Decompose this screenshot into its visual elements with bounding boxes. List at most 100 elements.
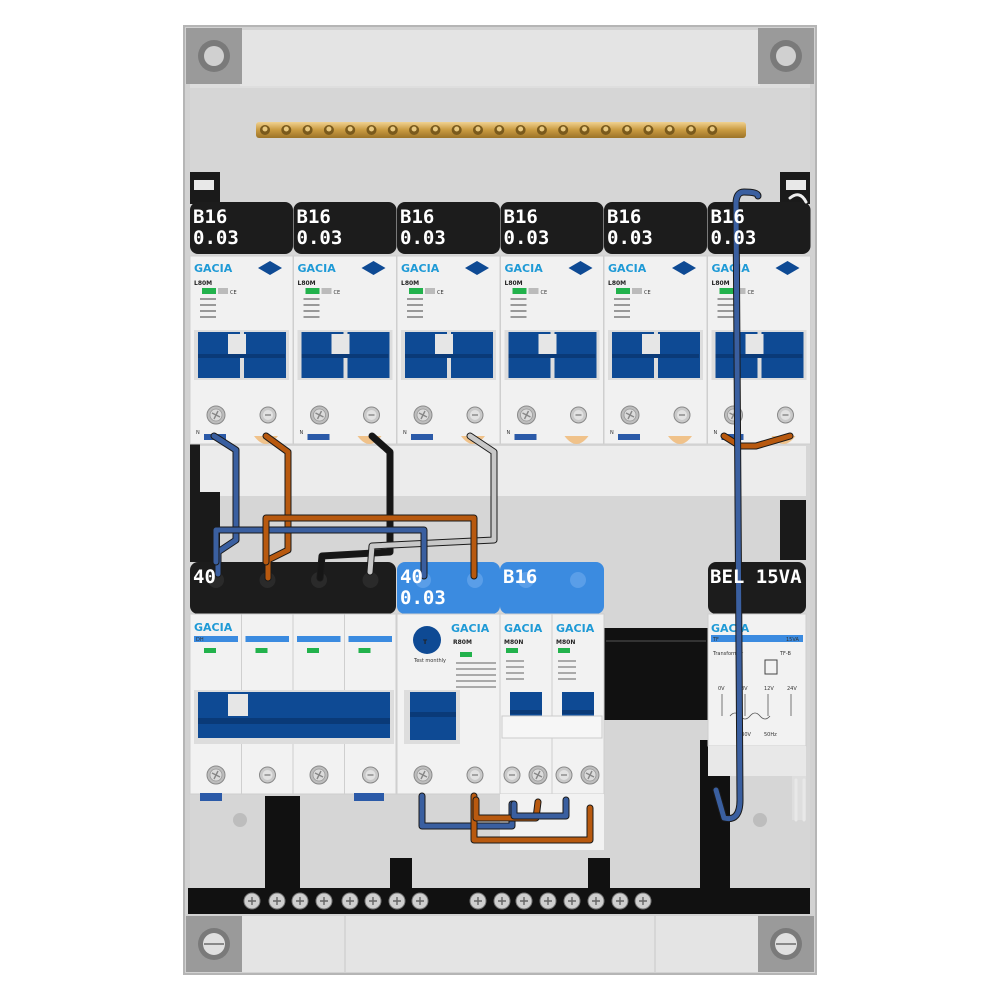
terminal-screw[interactable] [580,765,600,785]
corner-mount-bl [186,916,242,972]
ce-mark: CE [644,290,651,296]
status-indicator [409,288,423,294]
status-indicator [255,648,268,653]
terminal-screw[interactable] [258,766,277,784]
handle-bar [612,354,699,358]
test-button[interactable] [413,626,441,654]
trip-label: 0.03 [504,227,550,249]
busbar-screw [369,126,374,132]
busbar-screw [539,126,545,132]
status-indicator [616,288,630,294]
terminal-screw[interactable] [620,405,640,425]
terminal-screw[interactable] [413,765,433,785]
busbar-screw [709,126,715,132]
output-voltage: 12V [764,686,774,692]
brand-text: GACIA [504,622,543,635]
model-text: L80M [712,280,730,287]
terminal-screw[interactable] [516,405,537,425]
spec-line [303,298,320,300]
terminal-screw[interactable] [259,406,277,424]
spec-line [506,660,524,662]
terminal-screw[interactable] [362,406,381,424]
model-text: L80M [194,280,212,287]
toggle-handle[interactable] [562,692,594,718]
handle-bar [715,354,803,358]
white-wire [794,778,806,822]
toggle-handle[interactable] [198,692,390,738]
screw-slot [592,897,600,905]
transformer-label: BEL 15VA [710,566,802,588]
label-panel [293,202,397,254]
terminal-screw[interactable] [206,765,226,785]
spec-line [558,660,576,662]
spec-line [614,310,630,312]
ce-mark: CE [541,290,548,296]
busbar-screw [645,126,651,132]
spec-line [303,316,320,318]
status-indicator [512,288,527,294]
din-rail-top [190,172,810,562]
clip [514,434,537,440]
trip-label: 0.03 [297,227,343,249]
corner-mount-br [758,916,814,972]
terminal-screw[interactable] [555,766,573,784]
terminal-screw[interactable] [361,766,380,784]
stripe [711,635,803,642]
brand-logo-icon [258,261,282,275]
terminal-screw[interactable] [673,406,691,424]
trip-label: 0.03 [400,227,446,249]
rating-label: B16 [503,566,537,588]
handle-bar [301,354,389,358]
spec-line [717,310,734,312]
spec-line [456,668,496,670]
brass-clip [564,436,589,444]
model-text: M80N [556,639,575,646]
terminal-screw[interactable] [466,766,484,784]
brand-logo-icon [361,261,386,275]
label-panel [397,202,500,254]
rating-label: B16 [711,206,745,228]
terminal-screw[interactable] [309,405,330,425]
brand-text: GACIA [712,262,751,275]
terminal-screw[interactable] [413,405,433,425]
terminal-screw[interactable] [503,766,521,784]
status-indicator [305,288,320,294]
spec-line [407,316,423,318]
screw-slot [639,897,647,905]
white-wire [788,193,808,204]
blue-wire-cross [213,527,427,579]
terminal-screw[interactable] [206,405,226,425]
screw-slot [544,897,552,905]
status-indicator [358,648,371,653]
output-voltage: 8V [741,686,748,692]
terminal-screw[interactable] [309,765,329,785]
terminal-screw[interactable] [776,406,795,424]
blue-wire-link [511,797,569,819]
handle-bar [508,354,596,358]
terminal-screw[interactable] [569,406,588,424]
busbar-screw [262,126,268,132]
handle-bar [198,354,285,358]
transformer-subtitle: TF-B [779,651,792,657]
rating-label: 40 [400,566,423,588]
spec-line [407,310,423,312]
toggle-handle[interactable] [510,692,542,718]
status-indicator [719,288,734,294]
handle-window [435,334,453,356]
busbar-screw [624,126,630,132]
terminal-screw[interactable] [466,406,484,424]
earth-busbar [256,122,746,138]
brand-text: GACIA [505,262,544,275]
brand-logo-icon [775,261,800,275]
brass-clip [668,436,692,444]
terminal-screw[interactable] [528,765,548,785]
busbar-screw [582,126,587,132]
